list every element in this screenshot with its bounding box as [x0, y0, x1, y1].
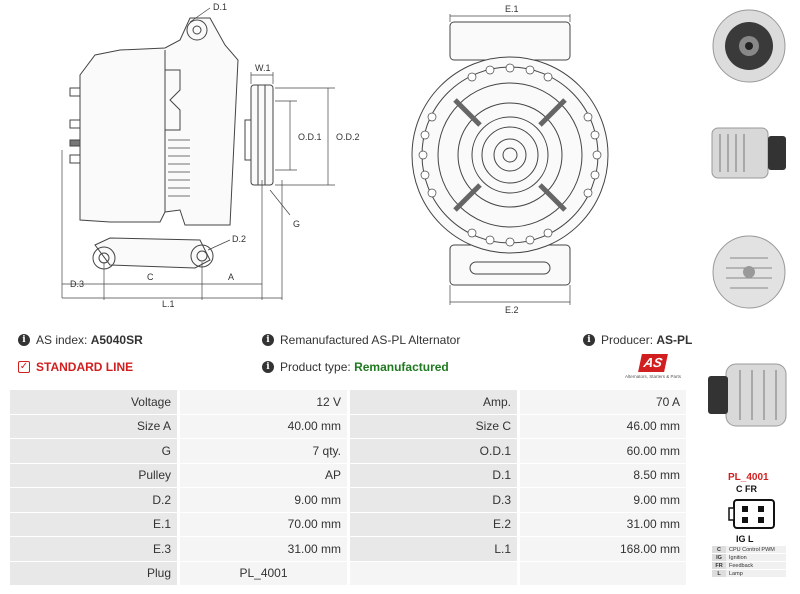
- spec-key: Amp.: [350, 390, 520, 415]
- table-row: Pulley AP D.1 8.50 mm: [10, 463, 686, 488]
- spec-value: 168.00 mm: [520, 537, 686, 562]
- producer-row: i Producer: AS-PL: [583, 333, 692, 347]
- standard-line-row: ✓ STANDARD LINE: [18, 360, 133, 374]
- spec-value: 40.00 mm: [180, 414, 350, 439]
- spec-value: 70.00 mm: [180, 512, 350, 537]
- checkbox-icon: ✓: [18, 361, 30, 373]
- spec-key: D.2: [10, 488, 180, 513]
- label-w1: W.1: [255, 63, 271, 73]
- spec-value: 31.00 mm: [520, 512, 686, 537]
- spec-value: 70 A: [520, 390, 686, 415]
- spec-value: PL_4001: [180, 561, 350, 586]
- spec-value: 60.00 mm: [520, 439, 686, 464]
- spec-key: O.D.1: [350, 439, 520, 464]
- spec-value: 46.00 mm: [520, 414, 686, 439]
- legend-row: L Lamp: [712, 570, 786, 578]
- table-row: Voltage 12 V Amp. 70 A: [10, 390, 686, 415]
- label-c: C: [147, 272, 154, 282]
- table-row: Plug PL_4001: [10, 561, 686, 586]
- spec-value: [520, 561, 686, 586]
- alternator-front-photo: [712, 9, 786, 83]
- spec-key: Size C: [350, 414, 520, 439]
- spec-key: D.1: [350, 463, 520, 488]
- table-row: G 7 qty. O.D.1 60.00 mm: [10, 439, 686, 464]
- spec-key: Plug: [10, 561, 180, 586]
- spec-key: Size A: [10, 414, 180, 439]
- spec-value: 12 V: [180, 390, 350, 415]
- brand-logo: AS Alternators, Starters & Parts: [620, 354, 686, 382]
- as-logo: AS: [638, 354, 668, 372]
- spec-key: D.3: [350, 488, 520, 513]
- spec-value: 8.50 mm: [520, 463, 686, 488]
- producer-value: AS-PL: [656, 333, 693, 347]
- info-icon: i: [583, 334, 595, 346]
- info-icon: i: [262, 334, 274, 346]
- label-od2: O.D.2: [336, 132, 360, 142]
- plug-legend: C CPU Control PWM IG Ignition FR Feedbac…: [712, 546, 786, 578]
- alternator-rear-photo: [712, 235, 786, 309]
- spec-key: [350, 561, 520, 586]
- spec-key: Pulley: [10, 463, 180, 488]
- table-row: E.3 31.00 mm L.1 168.00 mm: [10, 537, 686, 562]
- label-e2: E.2: [505, 305, 519, 315]
- label-e1: E.1: [505, 4, 519, 14]
- table-row: Size A 40.00 mm Size C 46.00 mm: [10, 414, 686, 439]
- legend-desc: Lamp: [726, 570, 786, 577]
- legend-desc: Ignition: [726, 554, 786, 561]
- producer-label: Producer:: [601, 333, 654, 347]
- legend-row: IG Ignition: [712, 554, 786, 562]
- label-a: A: [228, 272, 234, 282]
- legend-desc: Feedback: [726, 562, 786, 569]
- legend-desc: CPU Control PWM: [726, 546, 786, 553]
- table-row: D.2 9.00 mm D.3 9.00 mm: [10, 488, 686, 513]
- legend-code: IG: [712, 554, 726, 561]
- spec-key: E.1: [10, 512, 180, 537]
- alternator-angle-photo: [708, 363, 787, 427]
- alternator-side-photo: [711, 127, 786, 179]
- label-l1: L.1: [162, 299, 175, 309]
- spec-key: L.1: [350, 537, 520, 562]
- as-index-value: A5040SR: [90, 333, 143, 347]
- as-index-row: i AS index: A5040SR: [18, 333, 143, 347]
- plug-pins-bottom: IG L: [736, 534, 754, 544]
- spec-key: E.3: [10, 537, 180, 562]
- spec-value: 31.00 mm: [180, 537, 350, 562]
- description-row: i Remanufactured AS-PL Alternator: [262, 333, 460, 347]
- spec-value: 9.00 mm: [520, 488, 686, 513]
- label-d2: D.2: [232, 234, 246, 244]
- spec-key: E.2: [350, 512, 520, 537]
- product-type-value: Remanufactured: [354, 360, 449, 374]
- spec-key: G: [10, 439, 180, 464]
- plug-connector-icon: [728, 499, 775, 529]
- legend-code: L: [712, 570, 726, 577]
- plug-title: PL_4001: [728, 472, 769, 483]
- standard-line-label: STANDARD LINE: [36, 360, 134, 374]
- info-icon: i: [262, 361, 274, 373]
- label-d1: D.1: [213, 2, 227, 12]
- product-type-label: Product type:: [280, 360, 351, 374]
- info-icon: i: [18, 334, 30, 346]
- specs-table: Voltage 12 V Amp. 70 A Size A 40.00 mm S…: [10, 390, 686, 586]
- legend-row: FR Feedback: [712, 562, 786, 570]
- technical-drawing: D.1 W.1 O.D.1 O.D.2 G D.2 D.3 C A L.1 E.…: [61, 2, 609, 315]
- label-od1: O.D.1: [298, 132, 322, 142]
- legend-row: C CPU Control PWM: [712, 546, 786, 554]
- plug-pins-top: C FR: [736, 484, 757, 494]
- spec-key: Voltage: [10, 390, 180, 415]
- spec-value: 7 qty.: [180, 439, 350, 464]
- label-d3: D.3: [70, 279, 84, 289]
- legend-code: C: [712, 546, 726, 553]
- legend-code: FR: [712, 562, 726, 569]
- table-row: E.1 70.00 mm E.2 31.00 mm: [10, 512, 686, 537]
- spec-value: AP: [180, 463, 350, 488]
- as-index-label: AS index:: [36, 333, 88, 347]
- product-type-row: i Product type: Remanufactured: [262, 360, 449, 374]
- spec-value: 9.00 mm: [180, 488, 350, 513]
- label-g: G: [293, 219, 300, 229]
- product-description: Remanufactured AS-PL Alternator: [280, 333, 461, 347]
- brand-tagline: Alternators, Starters & Parts: [624, 374, 682, 379]
